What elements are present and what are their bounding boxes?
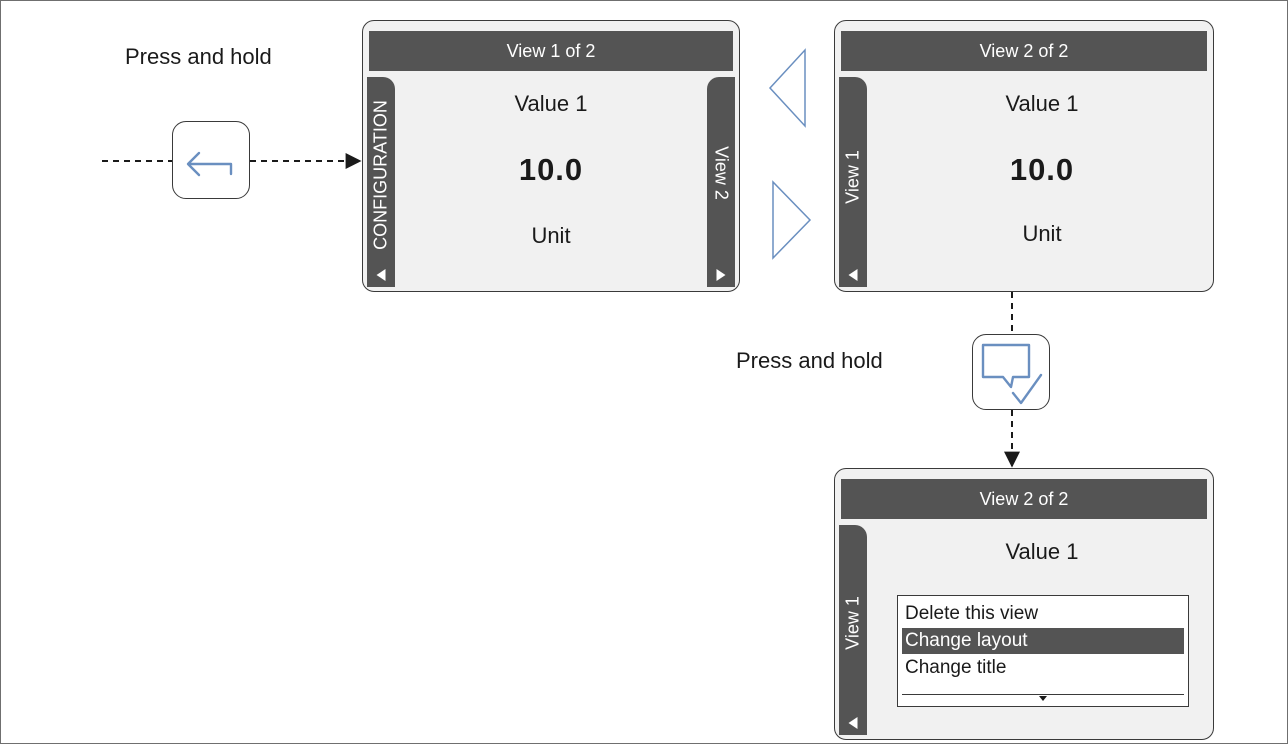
screen3-title: View 2 of 2 bbox=[841, 479, 1207, 519]
view2-tab[interactable]: View 2 bbox=[707, 77, 735, 287]
screen2-title: View 2 of 2 bbox=[841, 31, 1207, 71]
menu-item-change-layout[interactable]: Change layout bbox=[902, 628, 1184, 654]
view1-tab-label: View 1 bbox=[842, 150, 863, 204]
nav-left-triangle[interactable] bbox=[768, 48, 806, 128]
scroll-down-icon[interactable] bbox=[1039, 696, 1047, 701]
screen2-value-label: Value 1 bbox=[1005, 91, 1079, 116]
menu-item-change-title[interactable]: Change title bbox=[905, 657, 1007, 678]
menu-item-delete-view[interactable]: Delete this view bbox=[905, 603, 1039, 624]
nav-right-triangle[interactable] bbox=[772, 180, 812, 260]
screen1-value: 10.0 bbox=[518, 152, 584, 187]
screen2-unit: Unit bbox=[1022, 221, 1062, 246]
left-arrow-icon bbox=[848, 717, 858, 729]
screen1-unit: Unit bbox=[531, 223, 571, 248]
menu-divider bbox=[902, 694, 1184, 695]
screen2-value: 10.0 bbox=[1009, 152, 1075, 187]
configuration-tab[interactable]: CONFIGURATION bbox=[367, 77, 395, 287]
context-menu: Delete this view Change layout Change ti… bbox=[897, 595, 1189, 707]
view1-tab-label: View 1 bbox=[842, 596, 863, 650]
screen1-title: View 1 of 2 bbox=[369, 31, 733, 71]
view1-tab[interactable]: View 1 bbox=[839, 77, 867, 287]
menu-confirm-key-button[interactable] bbox=[972, 334, 1050, 410]
screen-view1: View 1 of 2 CONFIGURATION View 2 Value 1… bbox=[362, 20, 740, 292]
view2-tab-label: View 2 bbox=[711, 146, 732, 200]
screen-view2-menu: View 2 of 2 View 1 Value 1 Delete this v… bbox=[834, 468, 1214, 740]
right-arrow-icon bbox=[716, 269, 726, 281]
back-arrow-icon bbox=[186, 151, 233, 177]
screen3-value-label: Value 1 bbox=[1005, 539, 1079, 564]
left-arrow-icon bbox=[376, 269, 386, 281]
screen1-value-label: Value 1 bbox=[514, 91, 588, 116]
view1-tab[interactable]: View 1 bbox=[839, 525, 867, 735]
press-hold-label-top: Press and hold bbox=[125, 44, 272, 69]
screen-view2: View 2 of 2 View 1 Value 1 10.0 Unit bbox=[834, 20, 1214, 292]
back-key-button[interactable] bbox=[172, 121, 250, 199]
left-arrow-icon bbox=[848, 269, 858, 281]
press-hold-label-mid: Press and hold bbox=[736, 348, 883, 373]
speech-check-icon bbox=[981, 343, 1043, 405]
configuration-tab-label: CONFIGURATION bbox=[370, 100, 391, 250]
